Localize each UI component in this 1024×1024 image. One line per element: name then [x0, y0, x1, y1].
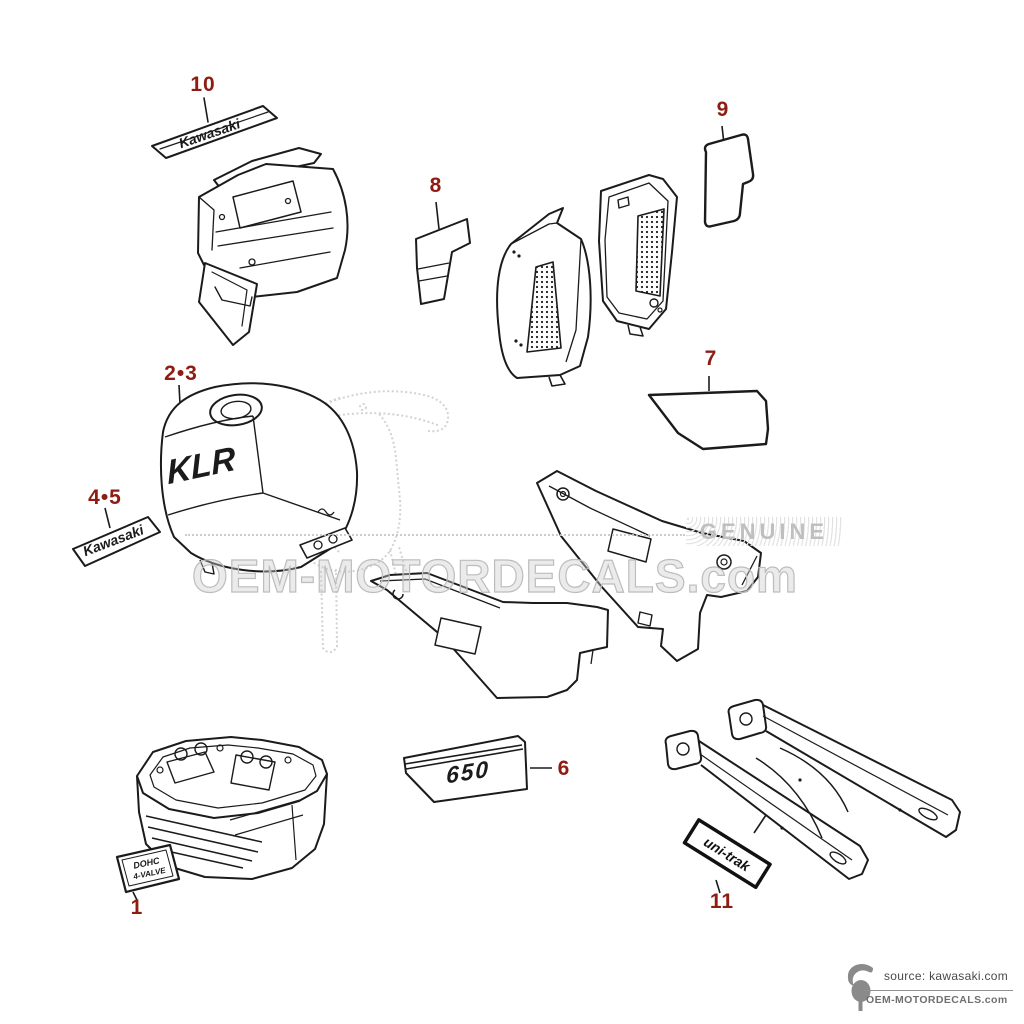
callout-6: 6: [557, 757, 571, 780]
side-cover-right-drawing: [536, 470, 762, 662]
front-cowling-drawing: Kawasaki: [151, 97, 349, 346]
vent-shroud-right-drawing: [598, 174, 678, 337]
decal-9-drawing: [703, 125, 755, 228]
footer-logo-toucan-icon: [847, 964, 873, 1011]
footer-site-text: OEM-MOTORDECALS.com: [866, 994, 1008, 1006]
cylinder-head-drawing: DOHC 4-VALVE: [115, 736, 328, 901]
leader-line-1: [132, 891, 138, 901]
leader-line-4-5: [104, 507, 111, 529]
cowling-kawasaki-decal-text: Kawasaki: [177, 115, 244, 151]
callout-8: 8: [429, 174, 443, 197]
leader-line-8: [435, 201, 440, 230]
vent-shroud-left-drawing: [496, 207, 592, 387]
leader-line-11b: [715, 879, 721, 894]
swingarm-drawing: uni-trak: [664, 698, 961, 894]
callout-1: 1: [130, 896, 144, 919]
tank-kawasaki-decal-drawing: Kawasaki: [72, 507, 161, 567]
callout-10: 10: [190, 73, 216, 96]
leader-line-11a: [753, 814, 767, 834]
callout-11: 11: [709, 890, 735, 913]
side-cover-left-drawing: [370, 572, 609, 699]
callout-2-3: 2•3: [164, 362, 198, 385]
callout-7: 7: [704, 347, 718, 370]
callout-4-5: 4•5: [88, 486, 122, 509]
leader-line-10: [203, 97, 209, 123]
decal-6-drawing: 650: [403, 735, 552, 803]
decal-7-drawing: [647, 376, 770, 451]
footer-divider: [863, 990, 1013, 991]
engine-decal-shape: [115, 843, 181, 894]
swingarm-decal-shape: uni-trak: [682, 818, 772, 890]
footer-source-text: source: kawasaki.com: [884, 969, 1009, 983]
callout-9: 9: [716, 98, 730, 121]
fuel-tank-drawing: KLR: [160, 382, 359, 575]
decal-8-drawing: [415, 201, 471, 305]
